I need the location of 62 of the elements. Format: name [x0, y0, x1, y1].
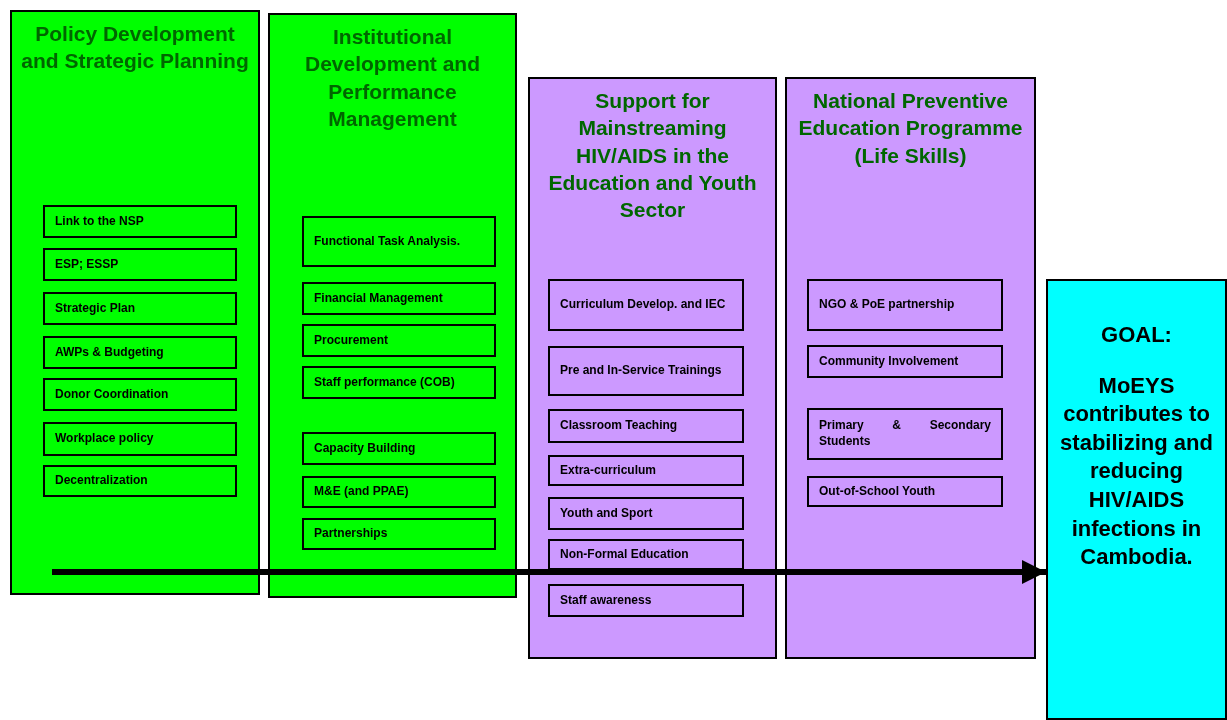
goal-text: MoEYS contributes to stabilizing and reducing HIV/AIDS infections in Cambodia.: [1059, 371, 1214, 572]
activity-box: [302, 282, 496, 315]
activity-box: [548, 279, 744, 331]
activity-box: [302, 518, 496, 550]
activity-label: Classroom Teaching: [560, 418, 679, 434]
activity-box: [302, 432, 496, 465]
column-heading: Institutional Development and Performance Management: [303, 24, 481, 132]
column-heading: Policy Development and Strategic Planning: [20, 21, 250, 75]
activity-box: [43, 336, 237, 369]
column-heading: National Preventive Education Programme (Life Skills): [797, 88, 1024, 169]
activity-label: Procurement: [314, 332, 390, 349]
activity-label: Youth and Sport: [560, 505, 654, 522]
goal-box: [1046, 279, 1227, 720]
activity-label: Financial Management: [314, 290, 444, 307]
activity-label: Decentralization: [55, 473, 149, 489]
activity-label: Link to the NSP: [55, 213, 145, 230]
activity-box: [548, 409, 744, 443]
activity-label: Curriculum Develop. and IEC: [560, 297, 727, 313]
activity-label: Pre and In-Service Trainings: [560, 363, 723, 379]
activity-label: Donor Coordination: [55, 386, 170, 403]
activity-label: Capacity Building: [314, 440, 417, 457]
activity-box: [43, 422, 237, 456]
arrow: [52, 560, 1046, 584]
activity-box: [548, 539, 744, 570]
activity-label: Out-of-School Youth: [819, 483, 937, 500]
activity-box: [807, 408, 1003, 460]
goal-heading: GOAL:: [1100, 321, 1173, 349]
activity-label: Staff performance (COB): [314, 374, 456, 391]
activity-box: [548, 346, 744, 396]
activity-label: M&E (and PPAE): [314, 484, 410, 500]
activity-label: Partnerships: [314, 526, 389, 542]
activity-box: [548, 584, 744, 617]
activity-label: AWPs & Budgeting: [55, 344, 165, 361]
activity-box: [302, 216, 496, 267]
activity-label: Workplace policy: [55, 431, 155, 447]
activity-box: [807, 345, 1003, 378]
activity-label: ESP; ESSP: [55, 256, 120, 273]
activity-box: [302, 366, 496, 399]
activity-label: Extra-curriculum: [560, 462, 658, 479]
activity-label: Primary & Secondary Students: [819, 418, 991, 450]
activity-label: Strategic Plan: [55, 300, 137, 317]
activity-box: [43, 205, 237, 238]
activity-box: [302, 476, 496, 508]
activity-label: Staff awareness: [560, 592, 653, 609]
activity-box: [548, 497, 744, 530]
activity-label: Non-Formal Education: [560, 546, 690, 563]
column-heading: Support for Mainstreaming HIV/AIDS in the Education and Youth Sector: [547, 88, 758, 224]
activity-box: [43, 292, 237, 325]
activity-box: [43, 465, 237, 497]
activity-box: [807, 279, 1003, 331]
activity-box: [43, 248, 237, 281]
activity-box: [302, 324, 496, 357]
activity-label: Community Involvement: [819, 353, 960, 370]
column-panel: [785, 77, 1036, 659]
activity-box: [548, 455, 744, 486]
column-panel: [528, 77, 777, 659]
activity-box: [807, 476, 1003, 507]
activity-box: [43, 378, 237, 411]
activity-label: Functional Task Analysis.: [314, 233, 462, 250]
activity-label: NGO & PoE partnership: [819, 297, 956, 313]
column-panel: [268, 13, 517, 598]
column-panel: [10, 10, 260, 595]
